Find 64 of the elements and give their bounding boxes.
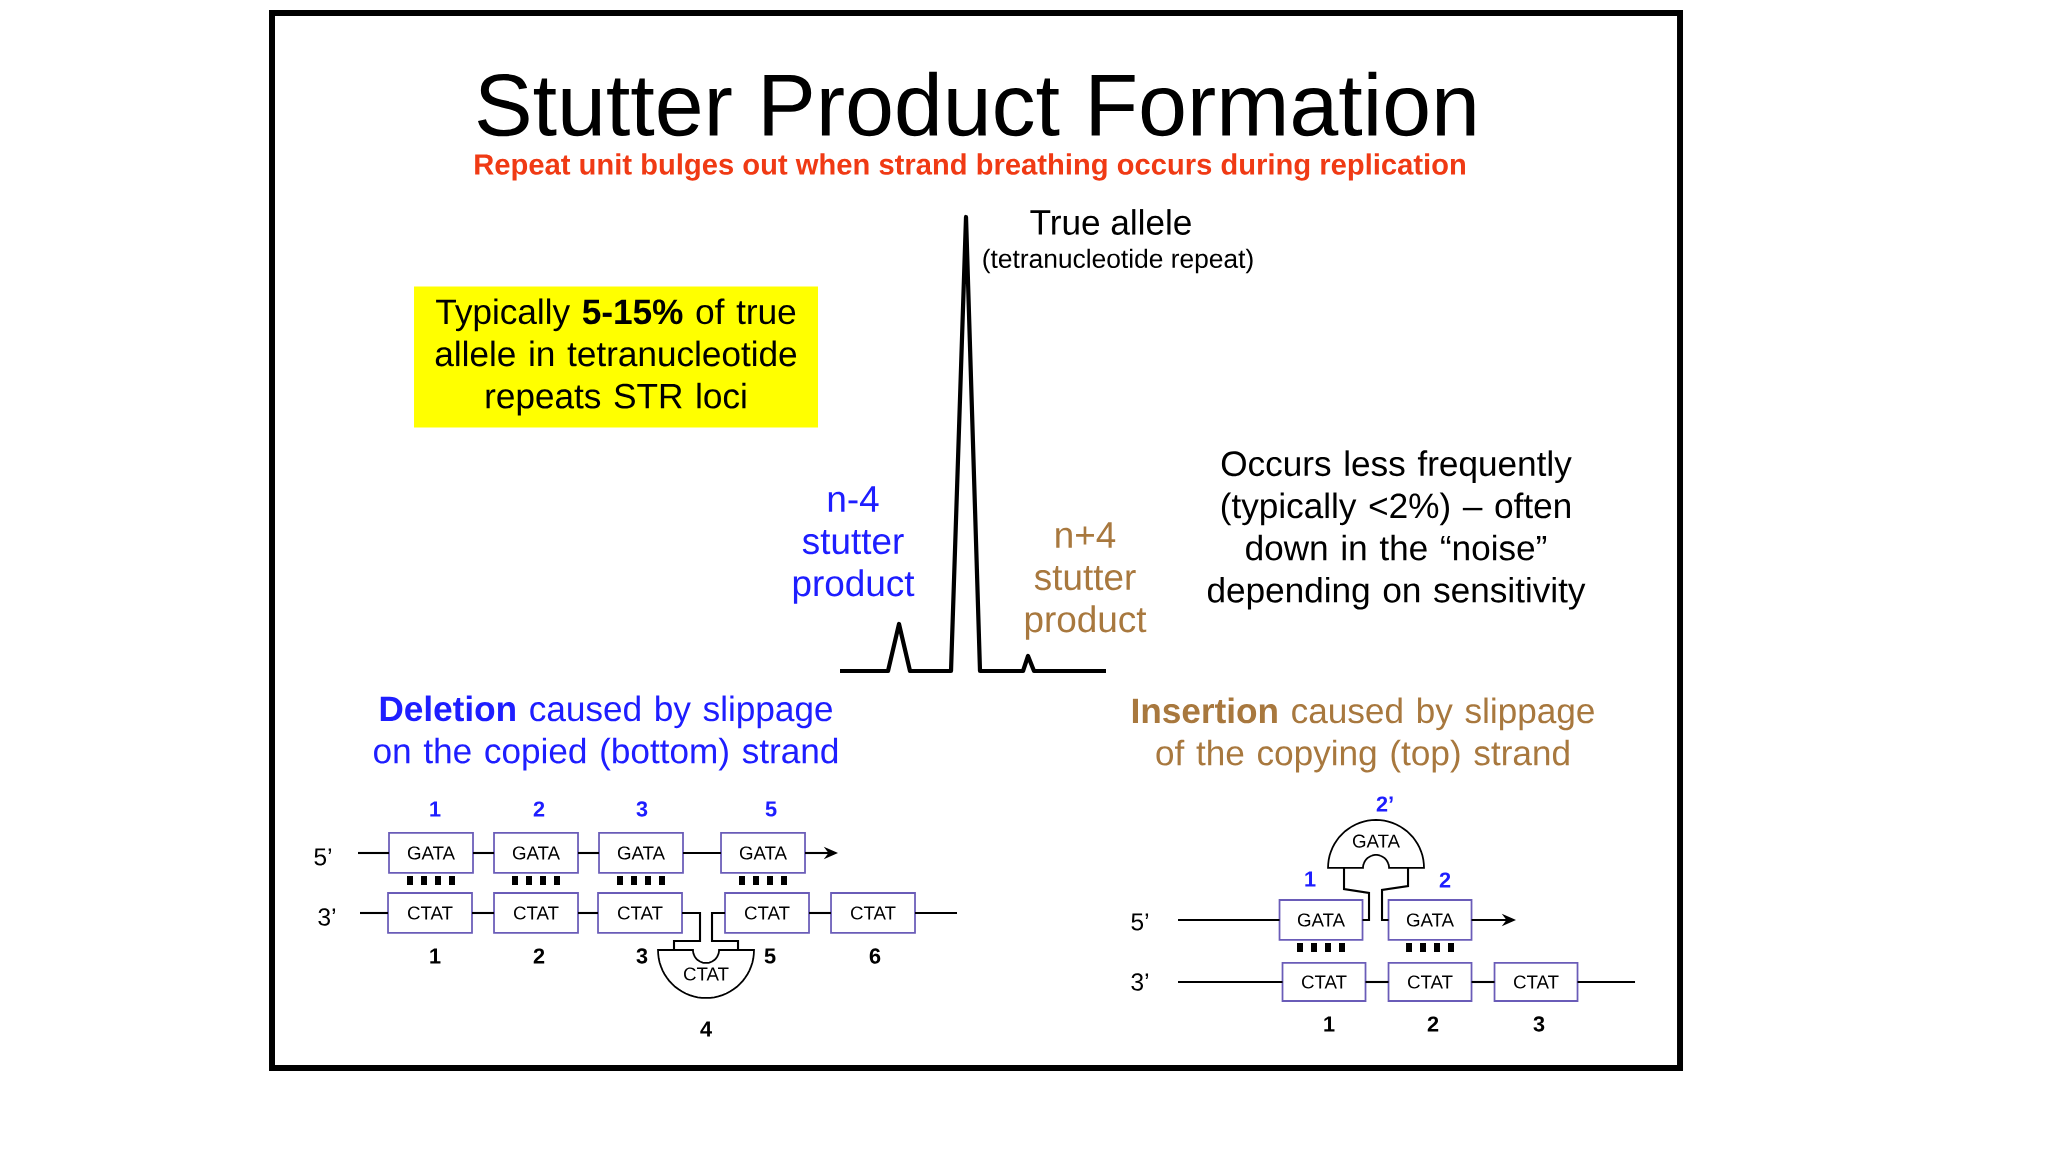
repeat-number: 1 (1324, 1016, 1335, 1032)
subtitle: Repeat unit bulges out when strand breathing occurs during replication (475, 153, 1465, 181)
strand-line (1471, 980, 1495, 984)
section-heading: Insertion caused by slippage of the copying (top) strand (1132, 697, 1594, 773)
repeat-number: 1 (1305, 871, 1316, 887)
bulge-loop: CTAT (657, 949, 755, 999)
sequence-box: CTAT (387, 892, 473, 934)
strand-line (1178, 980, 1283, 984)
strand-line (1365, 980, 1389, 984)
strand-end-label: 3’ (318, 908, 335, 926)
repeat-number: 4 (700, 1021, 712, 1037)
sequence-box: GATA (720, 832, 806, 874)
strand-line (672, 911, 702, 950)
repeat-number: 2’ (1376, 796, 1393, 812)
sequence-box: GATA (1387, 899, 1473, 941)
sequence-box: GATA (598, 832, 684, 874)
repeat-number: 2 (1439, 872, 1451, 888)
sequence-box: GATA (388, 832, 474, 874)
strand-end-label: 5’ (1131, 913, 1149, 931)
sequence-box: CTAT (830, 892, 916, 934)
strand-line (472, 911, 494, 915)
peak-label: True allele (1030, 209, 1191, 235)
repeat-number: 2 (1427, 1016, 1439, 1032)
strand-line (1380, 868, 1410, 922)
sequence-box: GATA (493, 832, 579, 874)
note-box: Typically 5-15% of true allele in tetranucleotide repeats STR loci (414, 286, 818, 428)
sequence-box: GATA (1278, 899, 1364, 941)
sequence-box: CTAT (1281, 962, 1367, 1002)
strand-line (683, 851, 721, 855)
strand-end-label: 5’ (314, 848, 331, 866)
repeat-number: 5 (764, 948, 776, 964)
strand-line (809, 911, 831, 915)
note-text: Occurs less frequently (typically <2%) – often down in the “noise” depending on sensitivity (1208, 450, 1586, 610)
repeat-number: 5 (765, 801, 777, 817)
strand-end-label: 3’ (1131, 973, 1149, 991)
sequence-box: CTAT (597, 892, 683, 934)
bulge-loop: GATA (1327, 819, 1425, 869)
repeat-number: 1 (430, 948, 441, 964)
peak-label: n+4 stutter product (1025, 522, 1147, 640)
sequence-box: CTAT (1387, 962, 1473, 1002)
title: Stutter Product Formation (478, 71, 1475, 137)
strand-line (1178, 918, 1280, 922)
sequence-box: CTAT (1493, 962, 1579, 1002)
peak-label: n-4 stutter product (793, 486, 915, 604)
strand-line (1577, 980, 1636, 984)
repeat-number: 2 (533, 801, 545, 817)
sequence-box: CTAT (724, 892, 810, 934)
strand-line (1342, 868, 1371, 922)
repeat-number: 6 (869, 948, 881, 964)
repeat-number: 1 (430, 801, 441, 817)
repeat-number: 2 (533, 948, 545, 964)
peak-label: (tetranucleotide repeat) (983, 248, 1253, 274)
strand-line (578, 911, 598, 915)
strand-line (710, 911, 740, 950)
repeat-number: 3 (636, 948, 648, 964)
strand-line (473, 851, 494, 855)
strand-line (915, 911, 957, 915)
sequence-box: CTAT (493, 892, 579, 934)
repeat-number: 3 (636, 801, 648, 817)
strand-line (358, 851, 389, 855)
strand-line (360, 911, 388, 915)
section-heading: Deletion caused by slippage on the copied (bottom) strand (374, 695, 838, 771)
strand-line (578, 851, 599, 855)
repeat-number: 3 (1533, 1016, 1545, 1032)
